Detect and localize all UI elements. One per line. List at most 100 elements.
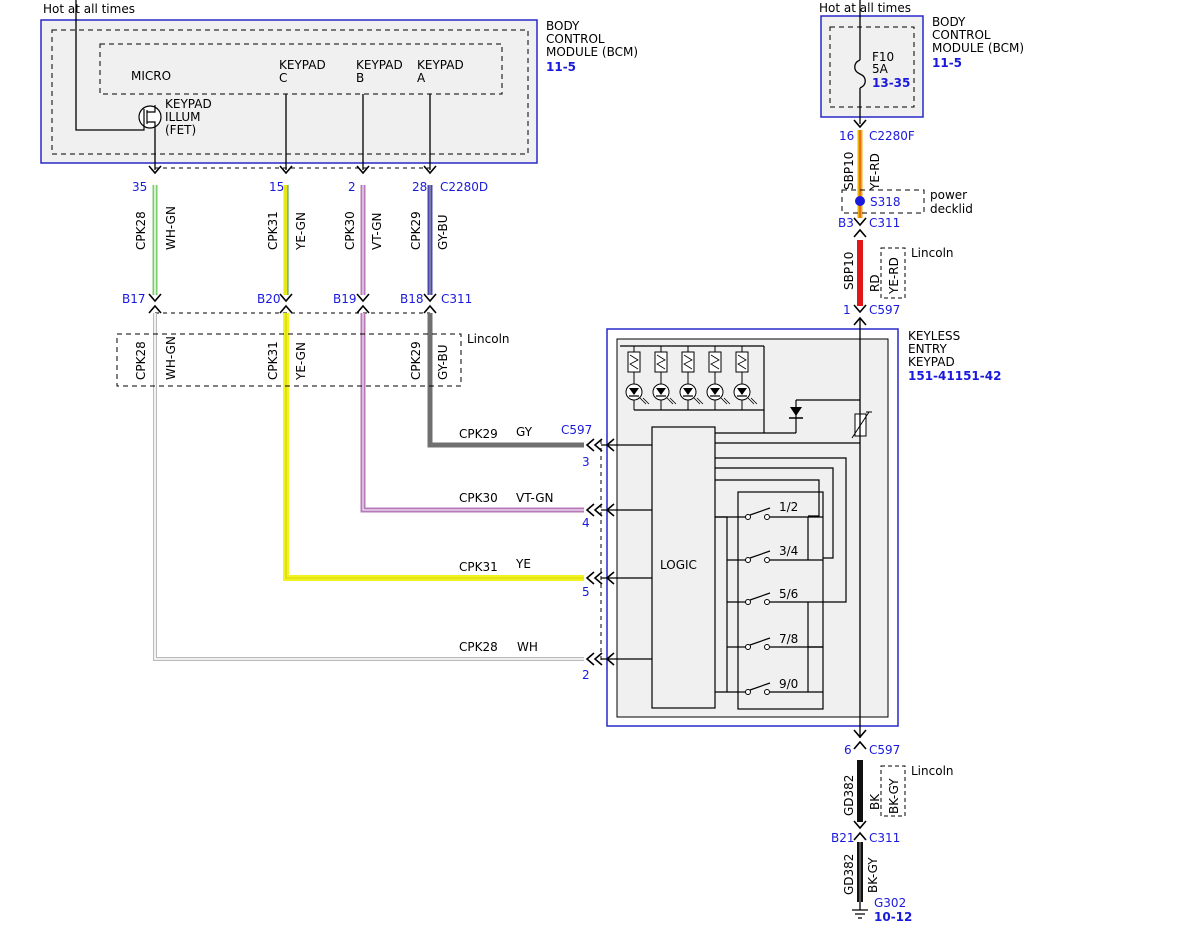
color-rd: RD — [868, 274, 882, 292]
pin-b3: B3 — [838, 216, 854, 230]
connector-c311-left — [148, 293, 437, 314]
color-bk: BK — [868, 793, 882, 810]
pin-6: 6 — [844, 743, 852, 757]
fuse-ref: 13-35 — [872, 76, 910, 90]
pin-1: 1 — [843, 303, 851, 317]
fet-label-1: KEYPAD — [165, 97, 212, 111]
bcm-right-title-1: BODY — [932, 15, 966, 29]
splice-s318: S318 — [870, 195, 901, 209]
wire-cpk29-upper: CPK29 — [409, 211, 423, 250]
pin-28: 28 — [412, 180, 427, 194]
connector-c597-keypad: C597 — [561, 423, 592, 437]
lincoln-label-2: Lincoln — [911, 246, 954, 260]
connector-c597-keypad-pins — [586, 438, 603, 666]
keyless-entry-title-1: KEYLESS — [908, 329, 960, 343]
ground-ref: 10-12 — [874, 910, 912, 924]
upper-wire-segments — [152, 185, 433, 295]
bcm-left-ref: 11-5 — [546, 60, 576, 74]
wire-cpk28-horizontal: CPK28 — [459, 640, 498, 654]
connector-c311-ground: C311 — [869, 831, 900, 845]
color-yerd-upper: YE-RD — [868, 153, 882, 191]
keypad-switches — [738, 507, 823, 695]
wire-cpk29-horizontal: CPK29 — [459, 427, 498, 441]
pin-5: 5 — [582, 585, 590, 599]
lincoln-variant-box-ground — [880, 765, 906, 817]
switch-9-0: 9/0 — [779, 677, 798, 691]
keypad-b-label-1: KEYPAD — [356, 58, 403, 72]
color-yegn-upper: YE-GN — [294, 212, 308, 251]
lower-wire-routes — [153, 313, 584, 661]
power-decklid-box — [841, 189, 925, 214]
hot-at-all-times-left: Hot at all times — [43, 2, 135, 16]
logic-block — [651, 426, 716, 709]
lincoln-variant-box-left — [116, 333, 462, 387]
bcm-right-title-3: MODULE (BCM) — [932, 41, 1024, 55]
hot-at-all-times-right: Hot at all times — [819, 1, 911, 15]
switch-7-8: 7/8 — [779, 632, 798, 646]
splice-s318-dot — [855, 196, 865, 206]
color-yegn-lower: YE-GN — [294, 342, 308, 381]
keypad-c-label-1: KEYPAD — [279, 58, 326, 72]
keypad-a-label-2: A — [417, 71, 426, 85]
pin-b17: B17 — [122, 292, 146, 306]
bcm-left-module: Hot at all times BODY CONTROL MODULE (BC… — [40, 0, 638, 174]
power-decklid-1: power — [930, 188, 967, 202]
switch-5-6: 5/6 — [779, 587, 798, 601]
micro-label: MICRO — [131, 69, 171, 83]
connector-c2280d: C2280D — [440, 180, 488, 194]
switch-1-2: 1/2 — [779, 500, 798, 514]
color-gybu-upper: GY-BU — [436, 214, 450, 250]
bcm-left-title-1: BODY — [546, 19, 580, 33]
keyless-entry-ref: 151-41151-42 — [908, 369, 1001, 383]
keyless-entry-title-3: KEYPAD — [908, 355, 955, 369]
keypad-a-label-1: KEYPAD — [417, 58, 464, 72]
color-wh-horizontal: WH — [517, 640, 538, 654]
diode-icon — [764, 399, 860, 434]
bcm-right-module — [820, 0, 924, 128]
keyless-entry-keypad-module: 1/2 3/4 5/6 7/8 9/0 LOGIC — [601, 328, 899, 727]
pin-b19: B19 — [333, 292, 357, 306]
color-gy-horizontal: GY — [516, 425, 533, 439]
wire-cpk31-upper: CPK31 — [266, 211, 280, 250]
wire-gd382-lower: GD382 — [842, 854, 856, 895]
color-whgn-lower: WH-GN — [164, 336, 178, 380]
fet-label-2: ILLUM — [165, 110, 200, 124]
wire-cpk30-upper: CPK30 — [343, 211, 357, 250]
connector-c311-left-label: C311 — [441, 292, 472, 306]
color-vtgn-upper: VT-GN — [370, 213, 384, 250]
color-whgn-upper: WH-GN — [164, 206, 178, 250]
pin-2: 2 — [348, 180, 356, 194]
pin-2-keypad: 2 — [582, 668, 590, 682]
connector-c597-power: C597 — [869, 303, 900, 317]
bcm-right-title-2: CONTROL — [932, 28, 991, 42]
pin-4: 4 — [582, 516, 590, 530]
pin-b18: B18 — [400, 292, 424, 306]
switch-3-4: 3/4 — [779, 544, 798, 558]
ground-g302: G302 — [874, 896, 906, 910]
fuse-f10: F10 — [872, 50, 894, 64]
color-bkgy-lincoln: BK-GY — [887, 778, 901, 814]
wire-cpk30-horizontal: CPK30 — [459, 491, 498, 505]
logic-label: LOGIC — [660, 558, 697, 572]
color-ye-horizontal: YE — [515, 557, 531, 571]
keyless-entry-title-2: ENTRY — [908, 342, 947, 356]
fet-label-3: (FET) — [165, 123, 196, 137]
pin-b20: B20 — [257, 292, 281, 306]
color-bkgy-lower: BK-GY — [866, 857, 880, 893]
lincoln-label-1: Lincoln — [467, 332, 510, 346]
color-gybu-lower: GY-BU — [436, 344, 450, 380]
wire-cpk28-upper: CPK28 — [134, 211, 148, 250]
keypad-b-label-2: B — [356, 71, 364, 85]
connector-c311-power: C311 — [869, 216, 900, 230]
bcm-left-title-3: MODULE (BCM) — [546, 45, 638, 59]
bcm-left-title-2: CONTROL — [546, 32, 605, 46]
fuse-5a: 5A — [872, 62, 889, 76]
connector-c2280f: C2280F — [869, 129, 915, 143]
wire-cpk28-lower: CPK28 — [134, 341, 148, 380]
pin-35: 35 — [132, 180, 147, 194]
wire-gd382-upper: GD382 — [842, 775, 856, 816]
ground-icon — [852, 902, 868, 919]
pin-16: 16 — [839, 129, 854, 143]
fet-transistor-icon — [138, 105, 162, 131]
